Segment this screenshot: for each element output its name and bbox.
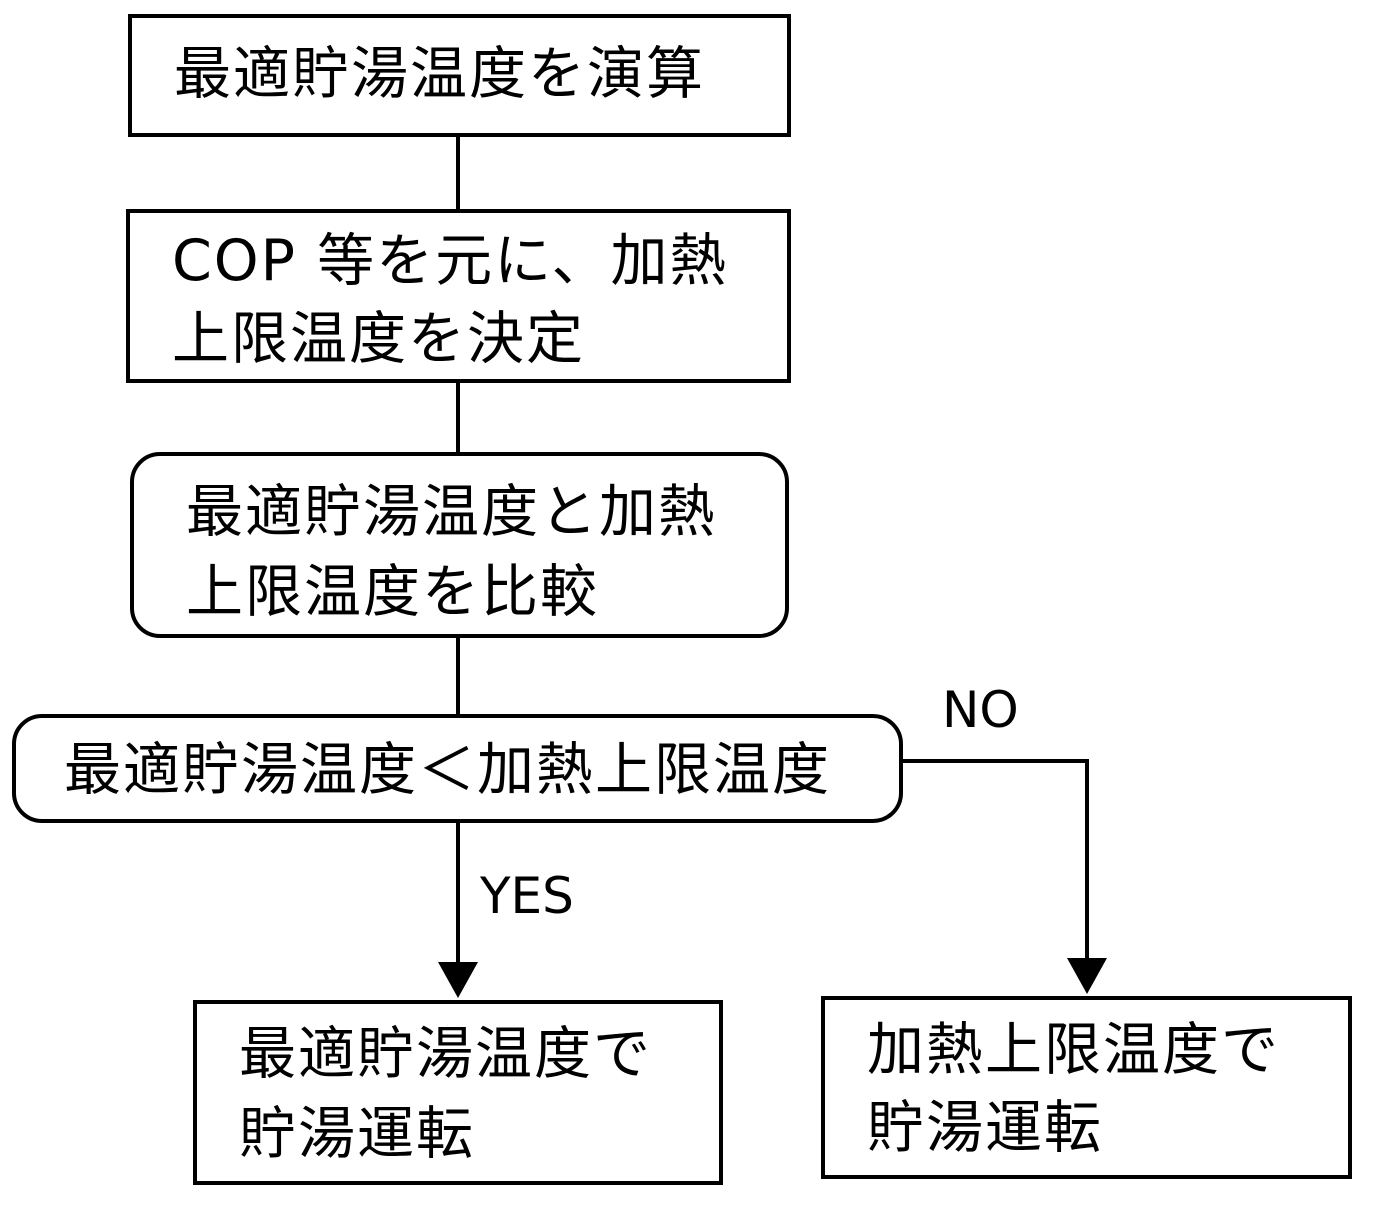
step-compute-optimal-temp: 最適貯湯温度を演算 bbox=[128, 14, 791, 137]
result-optimal-temp-storage-line1: 最適貯湯温度で bbox=[239, 1021, 652, 1087]
yes-arrowhead bbox=[438, 962, 478, 998]
step-compute-optimal-temp-text: 最適貯湯温度を演算 bbox=[174, 41, 705, 107]
result-optimal-temp-storage-line2: 貯湯運転 bbox=[239, 1101, 475, 1167]
no-branch-horizontal bbox=[903, 759, 1089, 763]
no-branch-vertical bbox=[1085, 759, 1089, 962]
yes-label: YES bbox=[480, 867, 574, 925]
no-label: NO bbox=[942, 681, 1019, 739]
step-determine-heating-limit: COP 等を元に、加熱 上限温度を決定 bbox=[126, 209, 791, 383]
connector-2-3 bbox=[456, 383, 460, 452]
result-heating-limit-storage: 加熱上限温度で 貯湯運転 bbox=[821, 996, 1352, 1179]
decision-condition: 最適貯湯温度＜加熱上限温度 bbox=[12, 714, 903, 823]
yes-branch-line bbox=[456, 823, 460, 966]
step-compare-temps-line1: 最適貯湯温度と加熱 bbox=[186, 479, 717, 545]
step-compare-temps-line2: 上限温度を比較 bbox=[186, 559, 599, 625]
connector-3-decision bbox=[456, 638, 460, 714]
step-compare-temps: 最適貯湯温度と加熱 上限温度を比較 bbox=[130, 452, 789, 638]
no-arrowhead bbox=[1067, 958, 1107, 994]
step-determine-heating-limit-line1: COP 等を元に、加熱 bbox=[172, 228, 729, 294]
result-heating-limit-storage-line2: 貯湯運転 bbox=[867, 1095, 1103, 1161]
result-heating-limit-storage-line1: 加熱上限温度で bbox=[867, 1017, 1280, 1083]
decision-condition-text: 最適貯湯温度＜加熱上限温度 bbox=[64, 737, 831, 803]
connector-1-2 bbox=[456, 137, 460, 209]
result-optimal-temp-storage: 最適貯湯温度で 貯湯運転 bbox=[193, 1000, 723, 1185]
step-determine-heating-limit-line2: 上限温度を決定 bbox=[172, 306, 585, 372]
